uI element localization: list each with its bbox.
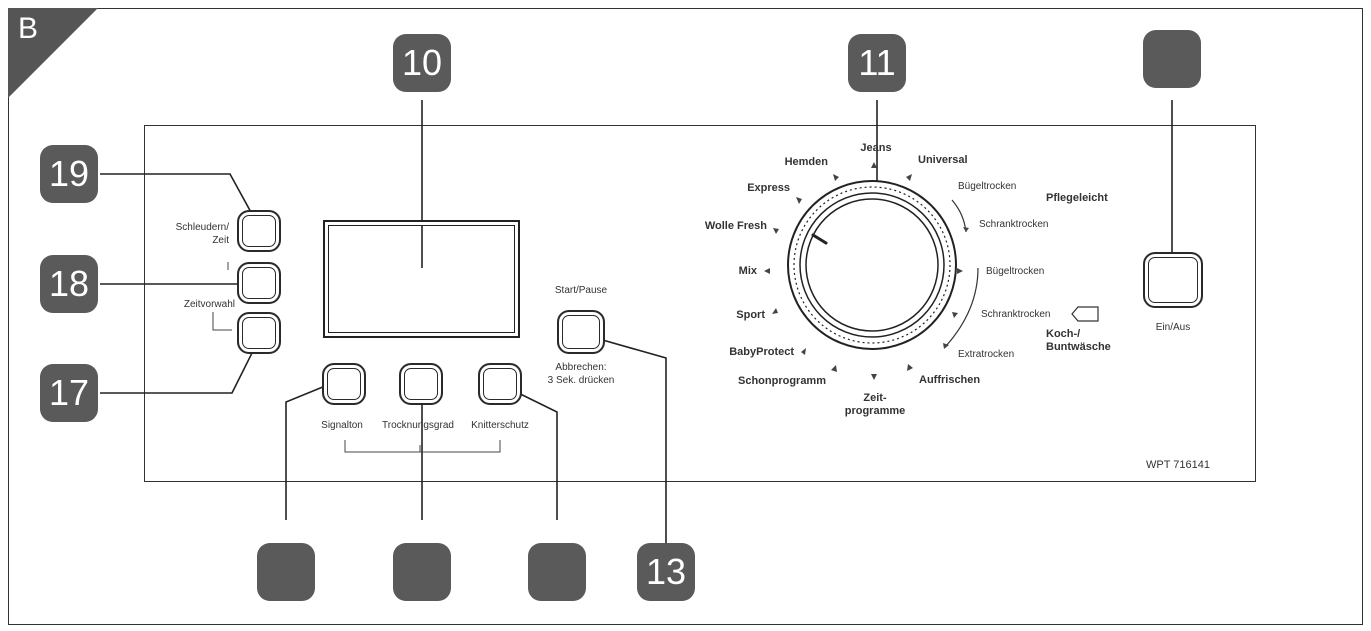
program-schonprogramm: Schonprogramm	[737, 375, 826, 387]
dial-indicator	[811, 233, 828, 245]
dryness-label: Trocknungsgrad	[382, 420, 454, 431]
option-extratrocken: Extratrocken	[958, 349, 1015, 360]
arrow-schrank1	[963, 227, 969, 232]
figure-frame	[8, 8, 1363, 625]
spin-time-label-1: Schleudern/	[175, 222, 229, 233]
callout-line-19	[100, 173, 259, 226]
tag-icon	[1071, 306, 1099, 322]
arrow-hemden	[833, 174, 839, 181]
badge-10: 10	[393, 34, 451, 92]
option-bugeltrocken-1: Bügeltrocken	[958, 181, 1017, 192]
program-wolle-fresh: Wolle Fresh	[704, 220, 767, 232]
on-off-label: Ein/Aus	[1155, 322, 1191, 333]
options-bracket	[344, 440, 501, 453]
dryness-button[interactable]	[399, 363, 443, 405]
program-koch-2: Buntwäsche	[1046, 341, 1111, 353]
badge-11: 11	[848, 34, 906, 92]
badge-bottom-2	[393, 543, 451, 601]
option-bugeltrocken-2: Bügeltrocken	[986, 266, 1045, 277]
arrow-express	[796, 197, 802, 204]
badge-top-right	[1143, 30, 1201, 88]
arrow-babyprotect	[801, 348, 806, 355]
signal-label: Signalton	[321, 420, 363, 431]
delay-label: Zeitvorwahl	[183, 299, 235, 310]
start-pause-label: Start/Pause	[554, 285, 608, 296]
arrow-universal	[906, 174, 912, 181]
program-koch-1: Koch-/	[1046, 328, 1081, 340]
program-hemden: Hemden	[784, 156, 828, 168]
badge-19: 19	[40, 145, 98, 203]
anticrease-button[interactable]	[478, 363, 522, 405]
arrow-extra	[943, 343, 949, 349]
arrow-bugel2	[957, 268, 963, 274]
arrow-auffrischen	[907, 364, 913, 371]
anticrease-label: Knitterschutz	[471, 420, 529, 431]
delay-bracket-bottom	[212, 312, 232, 331]
option-schranktrocken-1: Schranktrocken	[979, 219, 1049, 230]
program-pflegeleicht: Pflegeleicht	[1046, 192, 1108, 204]
start-pause-button[interactable]	[557, 310, 605, 354]
program-universal: Universal	[918, 154, 968, 166]
arrow-jeans	[871, 162, 877, 168]
program-express: Express	[747, 182, 790, 194]
program-zeit-2: programme	[844, 405, 906, 417]
arrow-zeit	[871, 374, 877, 380]
badge-bottom-3	[528, 543, 586, 601]
callout-line-signal	[285, 381, 336, 520]
program-sport: Sport	[736, 309, 765, 321]
badge-18: 18	[40, 255, 98, 313]
section-label: B	[18, 12, 39, 45]
section-tag	[8, 8, 98, 98]
program-babyprotect: BabyProtect	[729, 346, 794, 358]
koch-arc	[945, 267, 979, 347]
program-mix: Mix	[738, 265, 757, 277]
option-schranktrocken-2: Schranktrocken	[981, 309, 1051, 320]
control-panel	[144, 125, 1256, 482]
arrow-wolle	[773, 228, 779, 234]
model-number: WPT 716141	[1146, 459, 1211, 471]
badge-bottom-1	[257, 543, 315, 601]
spin-time-label-2: Zeit	[212, 235, 229, 246]
on-off-button[interactable]	[1143, 252, 1203, 308]
arrow-sport	[772, 308, 778, 314]
arrow-schon	[831, 365, 837, 372]
program-auffrischen: Auffrischen	[919, 374, 981, 386]
program-zeit-1: Zeit-	[863, 392, 887, 404]
spin-time-button[interactable]	[237, 210, 281, 252]
arrow-mix	[764, 268, 770, 274]
badge-17: 17	[40, 364, 98, 422]
cancel-label-2: 3 Sek. drücken	[547, 375, 615, 386]
program-jeans: Jeans	[860, 142, 892, 154]
badge-13: 13	[637, 543, 695, 601]
program-dial	[787, 180, 957, 350]
delay-minus-button[interactable]	[237, 312, 281, 354]
delay-plus-button[interactable]	[237, 262, 281, 304]
cancel-label-1: Abbrechen:	[555, 362, 607, 373]
display-screen	[323, 220, 520, 338]
callout-line-13	[584, 334, 667, 560]
signal-button[interactable]	[322, 363, 366, 405]
callout-line-17	[100, 344, 257, 394]
arrow-schrank2	[952, 312, 958, 318]
